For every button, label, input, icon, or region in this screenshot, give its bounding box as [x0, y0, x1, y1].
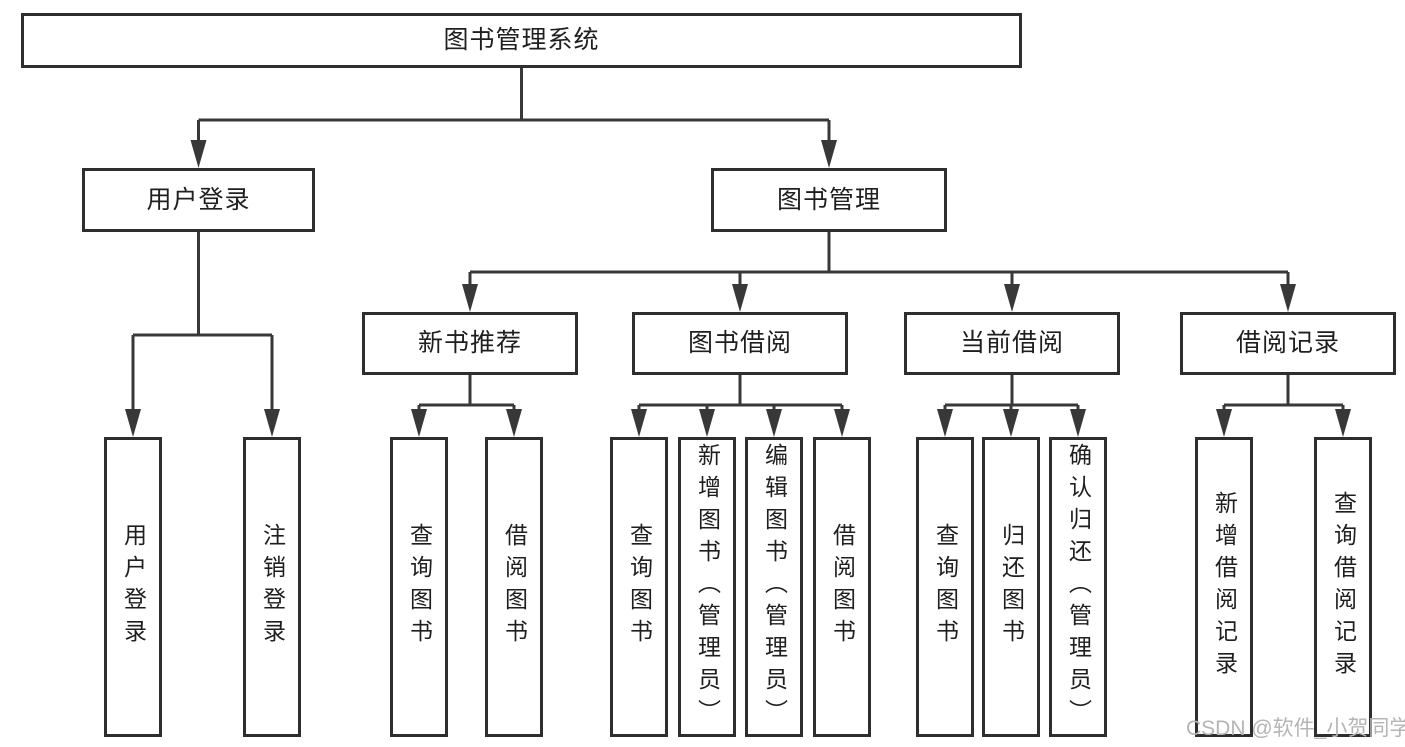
- leaf-borrow-books: 借阅图书: [813, 437, 871, 737]
- leaf-query-borrow-record: 查询借阅记录: [1314, 437, 1372, 737]
- leaf-query-books-borrow: 查询图书: [610, 437, 668, 737]
- leaf-query-books-current: 查询图书: [916, 437, 974, 737]
- node-borrow-records: 借阅记录: [1180, 312, 1396, 375]
- leaf-confirm-return-admin: 确认归还（管理员）: [1049, 437, 1107, 737]
- node-new-book-recommend: 新书推荐: [362, 312, 578, 375]
- leaf-query-books-recommend: 查询图书: [390, 437, 448, 737]
- leaf-return-book: 归还图书: [982, 437, 1040, 737]
- leaf-edit-book-admin: 编辑图书（管理员）: [745, 437, 803, 737]
- node-user-login: 用户登录: [82, 168, 315, 232]
- leaf-user-login: 用户登录: [104, 437, 162, 737]
- node-book-management: 图书管理: [711, 168, 947, 232]
- leaf-add-borrow-record: 新增借阅记录: [1195, 437, 1253, 737]
- node-current-borrow: 当前借阅: [904, 312, 1120, 375]
- leaf-add-book-admin: 新增图书（管理员）: [678, 437, 736, 737]
- leaf-borrow-books-recommend: 借阅图书: [485, 437, 543, 737]
- node-root: 图书管理系统: [21, 13, 1022, 68]
- csdn-watermark: CSDN @软件_小贺同学: [1186, 717, 1405, 740]
- node-book-borrow: 图书借阅: [632, 312, 848, 375]
- leaf-logout: 注销登录: [243, 437, 301, 737]
